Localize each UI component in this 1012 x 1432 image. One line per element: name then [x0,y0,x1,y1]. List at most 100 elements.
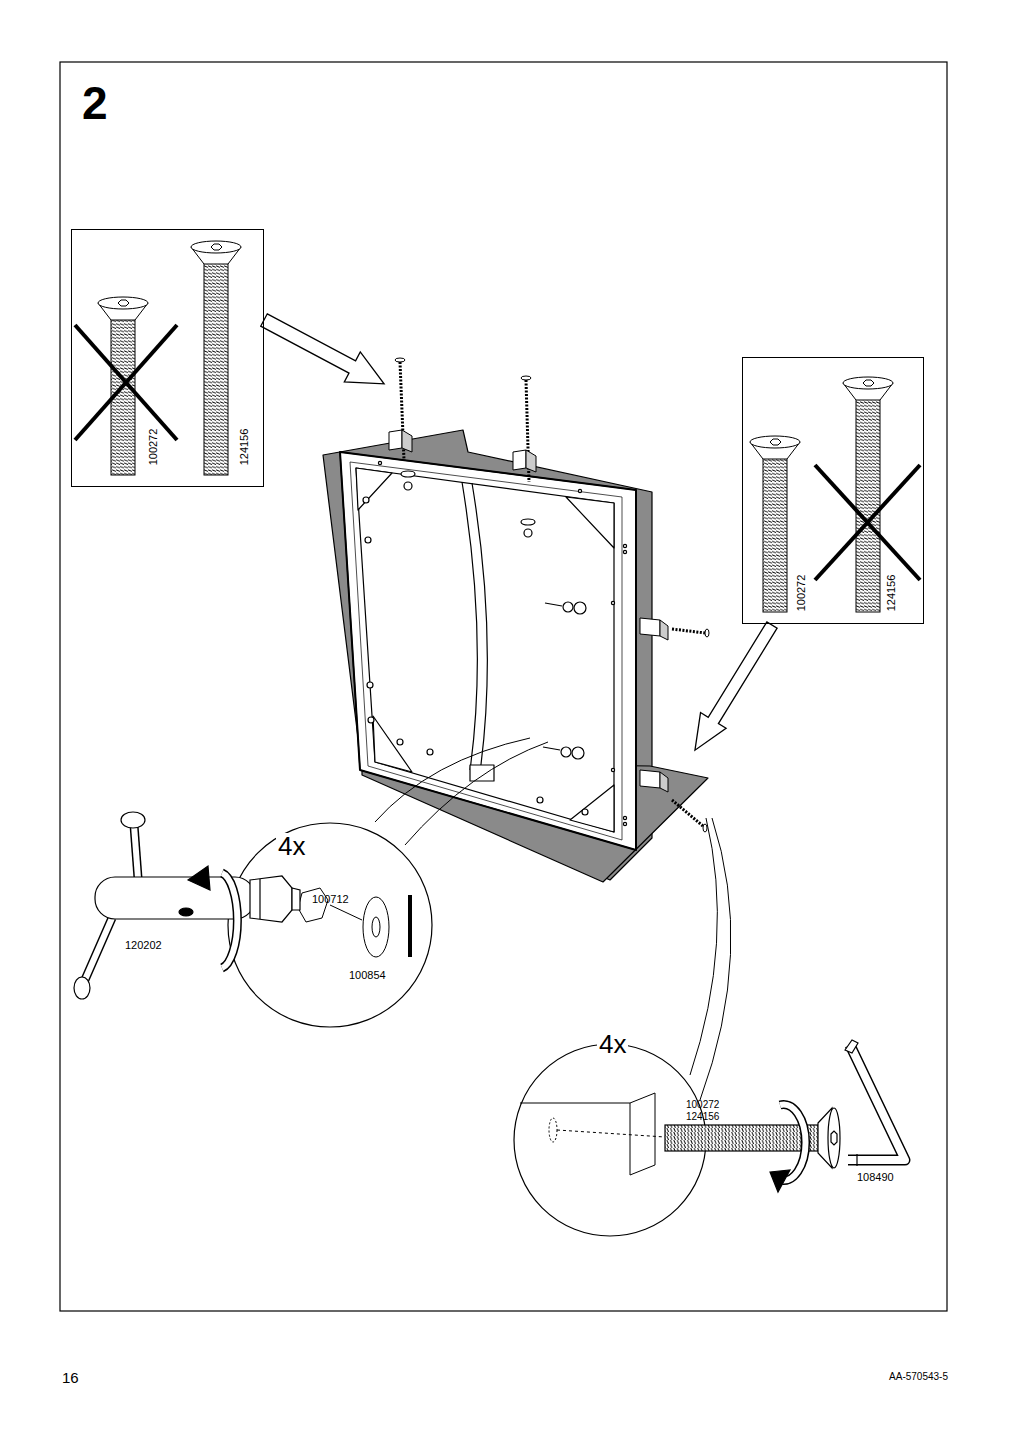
part-number: 120202 [123,940,164,951]
armrest-frame [340,452,636,850]
screw-long [191,241,241,253]
leader-line [375,738,530,822]
part-number: 108490 [857,1172,894,1183]
socket-wrench [188,866,210,890]
screw-short [770,439,781,445]
fitting-screw [660,772,668,792]
page-number: 16 [62,1370,79,1385]
detail-circle [363,897,389,957]
socket-wrench [259,879,260,919]
part-number: 124156 [686,1112,719,1122]
armrest-frame [373,716,412,772]
armrest-frame [623,816,626,819]
fitting-screw [395,358,405,362]
armrest-frame [570,785,614,832]
screw-with-hex-key [828,1108,840,1168]
cross-mark [815,465,920,580]
fitting-screw [672,800,703,826]
part-number: 124156 [239,429,250,466]
socket-wrench [74,812,300,999]
screw-with-hex-key [665,1040,905,1192]
armrest-frame [574,602,586,614]
socket-wrench [84,918,112,982]
part-inset-box: 100272 124156 [71,229,264,487]
armrest-frame [582,809,588,815]
armrest-frame [356,468,392,510]
socket-wrench [134,825,138,878]
armrest-frame [623,544,626,547]
screw-long [843,377,893,389]
pointer-arrow [682,617,785,758]
screw-short [118,300,129,306]
screw-short [750,436,800,612]
pointer-arrow [256,305,392,399]
quantity-callout: 4x [276,833,307,859]
detail-circle [228,823,432,1027]
step-number: 2 [82,80,108,126]
armrest-frame [323,430,708,882]
armrest-frame [378,461,381,464]
detail-circle [520,1093,655,1175]
fitting-screw [672,629,705,633]
armrest-frame [340,452,636,850]
screw-with-hex-key [665,1125,820,1151]
fitting-screw [705,629,709,637]
screw-with-hex-key [831,1131,837,1145]
armrest-frame [524,529,532,537]
document-code: AA-570543-5 [889,1372,948,1382]
socket-wrench [179,908,193,916]
socket-wrench [250,876,292,922]
armrest-frame [572,747,584,759]
armrest-frame [363,497,369,503]
detail-circle [372,917,380,937]
armrest-frame [367,682,373,688]
armrest-frame [611,601,614,604]
screw-with-hex-key [856,1154,857,1166]
armrest-frame [365,537,371,543]
socket-wrench [222,873,237,968]
screw-with-hex-key [845,1040,858,1053]
detail-circle [557,1130,665,1137]
screw-long [211,244,222,250]
screw-with-hex-key [848,1045,905,1160]
armrest-frame [561,747,571,757]
armrest-frame [368,717,374,723]
part-number: 124156 [886,575,897,612]
fitting-screw [703,824,707,832]
armrest-frame [623,822,626,825]
fitting-screw [402,430,412,452]
armrest-frame [578,489,581,492]
part-number: 100272 [148,429,159,466]
part-inset-box: 100272 124156 [742,357,924,624]
page-frame [60,62,947,1311]
part-number: 100854 [349,970,386,981]
part-number: 100712 [312,894,349,905]
armrest-frame [404,482,412,490]
part-number: 100272 [796,575,807,612]
armrest-frame [350,462,622,840]
detail-circle [408,895,412,957]
screw-with-hex-key [780,1105,806,1181]
fitting-screw [513,450,526,470]
part-number: 100272 [686,1100,719,1110]
armrest-frame [521,519,535,525]
armrest-frame [470,765,494,781]
detail-circle [549,1118,557,1142]
armrest-frame [427,749,433,755]
armrest-frame [356,468,614,832]
screw-with-hex-key [848,1045,905,1160]
fitting-screw [389,430,402,450]
armrest-frame [397,739,403,745]
fitting-screw [640,618,660,636]
armrest-frame [401,471,415,477]
armrest-frame [537,797,543,803]
screw-short [763,457,787,612]
leader-line [405,742,548,845]
armrest-frame [472,483,487,772]
socket-wrench [121,812,145,828]
detail-circle [228,823,432,1027]
leader-line [690,818,717,1075]
screw-long [191,241,241,475]
